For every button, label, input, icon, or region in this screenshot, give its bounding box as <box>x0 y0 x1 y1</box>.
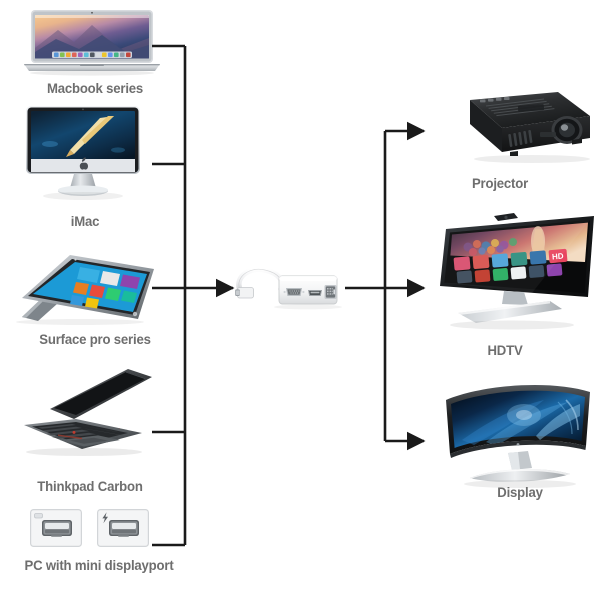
label-imac: iMac <box>70 213 100 229</box>
label-surface: Surface pro series <box>39 331 151 347</box>
thinkpad-laptop-icon: · <box>24 369 152 456</box>
mini-displayport-male-plug <box>235 287 254 299</box>
label-hdtv: HDTV <box>487 342 523 358</box>
device-projector <box>440 88 592 170</box>
surface-tablet-icon <box>16 255 154 325</box>
svg-text:·: · <box>119 425 120 430</box>
device-macbook <box>22 8 162 76</box>
hdmi-port <box>308 290 322 296</box>
label-thinkpad: Thinkpad Carbon <box>37 478 143 494</box>
svg-text:HD: HD <box>552 252 565 262</box>
curved-monitor-icon <box>446 385 590 488</box>
macbook-laptop-icon <box>24 10 160 76</box>
device-hdtv: HD <box>432 213 600 335</box>
device-imac <box>22 104 144 202</box>
hdtv-television-icon: HD <box>440 213 594 330</box>
thunderbolt-bolt <box>102 512 108 524</box>
label-macbook: Macbook series <box>46 80 144 96</box>
imac-desktop-icon <box>26 106 140 200</box>
mini-displayport-multiport-adapter <box>235 266 342 310</box>
mini-displayport-port-icon <box>30 509 82 547</box>
displayport-mark <box>34 513 43 519</box>
label-projector: Projector <box>471 175 529 191</box>
device-surface <box>4 243 160 325</box>
projector-icon <box>470 92 590 163</box>
device-thinkpad: · <box>16 363 156 458</box>
mini-displayport-port-icon <box>97 509 149 547</box>
label-display: Display <box>497 484 543 500</box>
dvi-port <box>324 285 337 299</box>
port-mdp-plain <box>30 509 82 547</box>
device-display <box>440 382 596 492</box>
port-mdp-thunderbolt <box>97 509 149 547</box>
vga-port <box>283 288 305 296</box>
label-pc-mdp: PC with mini displayport <box>24 557 174 573</box>
device-adapter <box>229 258 342 316</box>
